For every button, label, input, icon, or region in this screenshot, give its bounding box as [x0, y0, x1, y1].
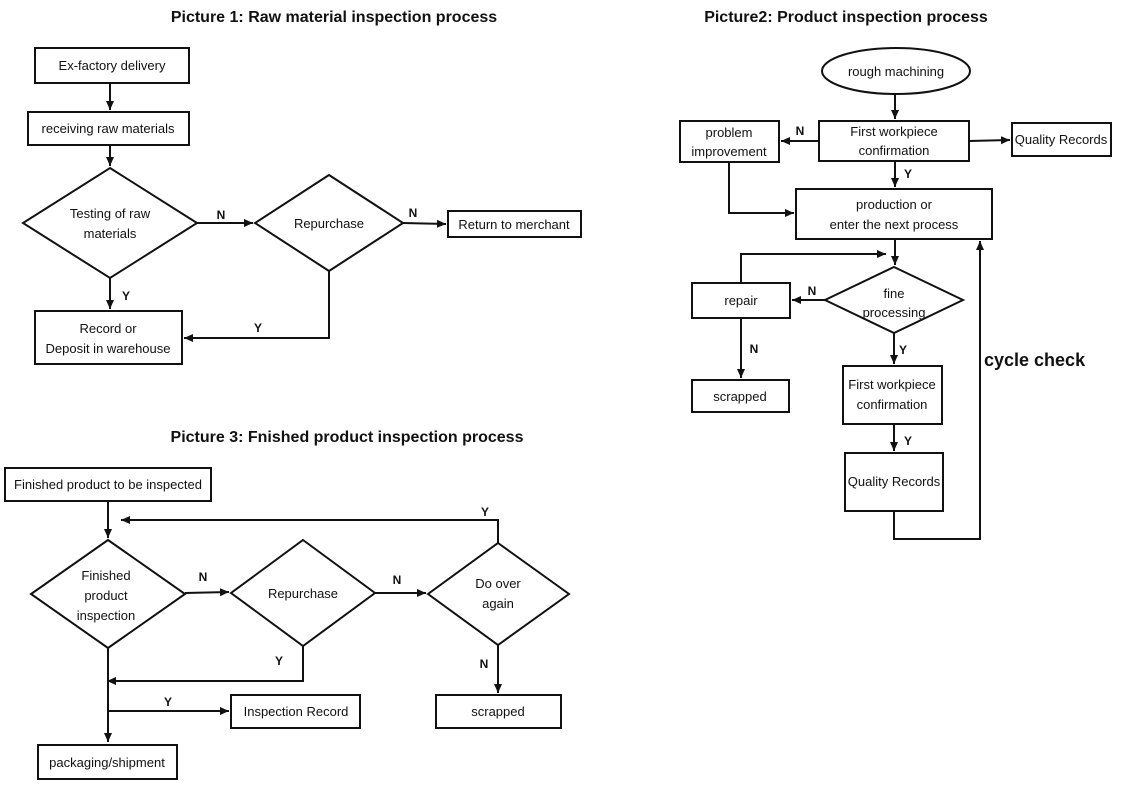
fine-label-line2: processing — [863, 305, 926, 320]
arrow-inspection-to-repurchase — [184, 588, 230, 597]
n-label-repurchase-1: N — [409, 206, 418, 220]
node-scrapped-3: scrapped — [435, 694, 562, 729]
y-label-first2: Y — [904, 434, 912, 448]
repurchase-1-label: Repurchase — [294, 216, 364, 231]
arrow-first-to-quality — [968, 136, 1011, 145]
finished-tbi-label: Finished product to be inspected — [14, 477, 202, 492]
picture-2-title: Picture2: Product inspection process — [704, 9, 988, 26]
y-label-repurchase-1: Y — [254, 321, 262, 335]
node-problem-improvement: problem improvement — [679, 120, 780, 163]
y-label-record: Y — [164, 695, 172, 709]
production-label-line2: enter the next process — [830, 217, 959, 232]
inspection-record-label: Inspection Record — [244, 704, 349, 719]
packaging-label: packaging/shipment — [49, 755, 165, 770]
node-testing-of-raw-materials: Testing of raw materials — [21, 166, 199, 280]
node-first-workpiece-confirmation-1: First workpiece confirmation — [818, 120, 970, 162]
picture-1-title: Picture 1: Raw material inspection proce… — [171, 9, 497, 26]
fpi-label-line2: product — [84, 588, 128, 603]
node-inspection-record: Inspection Record — [230, 694, 361, 729]
n-label-repair: N — [808, 284, 817, 298]
return-to-merchant-label: Return to merchant — [458, 217, 570, 232]
node-repurchase-1: Repurchase — [253, 173, 405, 273]
y-label-first: Y — [904, 167, 912, 181]
fine-label-line1: fine — [884, 286, 905, 301]
node-rough-machining: rough machining — [821, 47, 971, 95]
production-label-line1: production or — [856, 197, 933, 212]
n-label-doover: N — [480, 657, 489, 671]
arrow-repurchase-to-record — [184, 271, 330, 342]
picture-2: Picture2: Product inspection process rou… — [679, 9, 1112, 540]
y-label-repurchase-3: Y — [275, 654, 283, 668]
node-finished-product-to-be-inspected: Finished product to be inspected — [4, 467, 212, 502]
y-label-fine: Y — [899, 343, 907, 357]
picture-1: Picture 1: Raw material inspection proce… — [21, 9, 582, 365]
node-quality-records-2: Quality Records — [844, 452, 944, 512]
node-record-or-deposit: Record or Deposit in warehouse — [34, 310, 183, 365]
arrow-repair-loop-back — [740, 250, 886, 283]
doover-label-line2: again — [482, 596, 514, 611]
node-scrapped-2: scrapped — [691, 379, 790, 413]
n-label-problem: N — [796, 124, 805, 138]
scrapped-3-label: scrapped — [471, 704, 524, 719]
receiving-raw-materials-label: receiving raw materials — [42, 121, 175, 136]
fpi-label-line3: inspection — [77, 608, 136, 623]
node-do-over-again: Do over again — [426, 541, 571, 647]
record-label-line1: Record or — [79, 321, 137, 336]
node-packaging-shipment: packaging/shipment — [37, 744, 178, 780]
repurchase-3-label: Repurchase — [268, 586, 338, 601]
arrow-repurchase-to-return — [402, 219, 447, 228]
problem-label-line2: improvement — [691, 144, 767, 159]
arrow-doover-loop-back — [121, 516, 499, 543]
n-label-scrapped: N — [750, 342, 759, 356]
arrow-problem-to-production — [728, 162, 794, 217]
node-first-workpiece-confirmation-2: First workpiece confirmation — [842, 365, 943, 425]
n-label-repurchase-3: N — [393, 573, 402, 587]
rough-machining-label: rough machining — [848, 64, 944, 79]
first-2-label-line1: First workpiece — [848, 377, 935, 392]
testing-label-line2: materials — [84, 226, 137, 241]
y-label-loop: Y — [481, 505, 489, 519]
quality-records-2-label: Quality Records — [848, 474, 941, 489]
first-1-label-line1: First workpiece — [850, 124, 937, 139]
node-production: production or enter the next process — [795, 188, 993, 240]
node-repair: repair — [691, 282, 791, 319]
n-label-inspection: N — [199, 570, 208, 584]
testing-label-line1: Testing of raw — [70, 206, 151, 221]
record-label-line2: Deposit in warehouse — [45, 341, 170, 356]
first-1-label-line2: confirmation — [859, 143, 930, 158]
quality-records-1-label: Quality Records — [1015, 132, 1108, 147]
node-repurchase-3: Repurchase — [229, 538, 377, 648]
node-finished-product-inspection: Finished product inspection — [29, 538, 187, 650]
picture-3-title: Picture 3: Fnished product inspection pr… — [171, 429, 524, 446]
ex-factory-delivery-label: Ex-factory delivery — [59, 58, 166, 73]
picture-3: Picture 3: Fnished product inspection pr… — [4, 429, 571, 780]
node-receiving-raw-materials: receiving raw materials — [27, 111, 190, 146]
node-ex-factory-delivery: Ex-factory delivery — [34, 47, 190, 84]
scrapped-2-label: scrapped — [713, 389, 766, 404]
fpi-label-line1: Finished — [81, 568, 130, 583]
doover-label-line1: Do over — [475, 576, 521, 591]
repair-label: repair — [724, 293, 758, 308]
node-return-to-merchant: Return to merchant — [447, 210, 582, 238]
node-fine-processing: fine processing — [822, 265, 966, 335]
n-label-testing: N — [217, 208, 226, 222]
cycle-check-label: cycle check — [984, 350, 1086, 370]
node-quality-records-1: Quality Records — [1011, 122, 1112, 157]
y-label-testing: Y — [122, 289, 130, 303]
arrow-cycle-check-loop — [893, 241, 984, 540]
arrow-repurchase-to-main — [107, 646, 304, 685]
problem-label-line1: problem — [706, 125, 753, 140]
first-2-label-line2: confirmation — [857, 397, 928, 412]
